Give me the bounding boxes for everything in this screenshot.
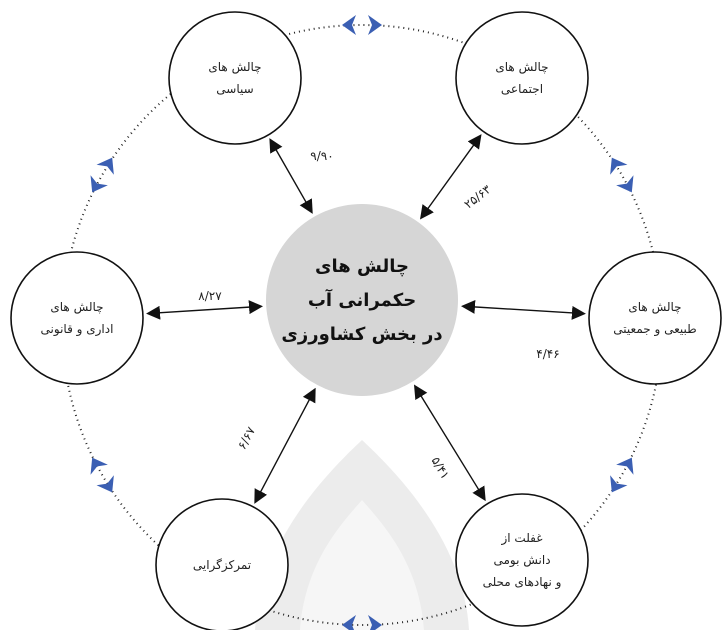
chevron-right-icon <box>342 615 356 630</box>
connector-arrows <box>146 134 586 504</box>
arrow-political <box>269 138 313 214</box>
chevron-pair-icon <box>90 157 114 193</box>
center-title-line: حکمرانی آب <box>308 288 416 311</box>
chevron-right-icon <box>96 157 114 175</box>
watermark-ornament <box>255 440 469 630</box>
chevron-left-icon <box>96 475 114 493</box>
weight-centralization: ۶/۶۷ <box>235 424 259 452</box>
weight-labels: ۹/۹۰ ۲۵/۶۳ ۴/۴۶ ۵/۴۱ ۶/۶۷ ۸/۲۷ <box>198 149 559 482</box>
node-circle-centralization <box>155 498 289 630</box>
node-administrative: چالش های اداری و قانونی <box>10 251 144 385</box>
chevron-pair-icon <box>610 157 634 193</box>
node-label-centralization: تمرکزگرایی <box>193 558 251 573</box>
node-circle-political <box>168 11 302 145</box>
chevron-right-icon <box>90 457 108 475</box>
center-node: چالش های حکمرانی آب در بخش کشاورزی <box>266 204 458 396</box>
center-circle <box>266 204 458 396</box>
chevron-pair-icon <box>342 15 382 35</box>
center-title-line: چالش های <box>315 256 409 277</box>
chevron-left-icon <box>616 457 634 475</box>
node-local-knowledge: غفلت از دانش بومی و نهادهای محلی <box>455 493 589 627</box>
arrow-natural <box>461 299 586 320</box>
node-label-social: اجتماعی <box>501 82 543 96</box>
weight-local-knowledge: ۵/۴۱ <box>429 454 453 481</box>
chevron-pair-icon <box>610 457 634 493</box>
arrow-centralization <box>254 387 316 504</box>
chevron-pair-icon <box>90 457 114 493</box>
chevron-right-icon <box>368 15 382 35</box>
node-label-natural: طبیعی و جمعیتی <box>613 322 696 337</box>
chevron-left-icon <box>368 615 382 630</box>
ring-chevrons <box>90 15 634 630</box>
arrow-local-knowledge <box>413 384 486 502</box>
node-natural: چالش های طبیعی و جمعیتی <box>588 251 722 385</box>
weight-administrative: ۸/۲۷ <box>198 289 222 303</box>
chevron-right-icon <box>610 475 628 493</box>
node-circle-natural <box>588 251 722 385</box>
node-label-local-knowledge: غفلت از <box>500 531 542 546</box>
node-label-local-knowledge: دانش بومی <box>493 553 550 568</box>
chevron-pair-icon <box>342 615 382 630</box>
chevron-left-icon <box>90 175 108 193</box>
weight-political: ۹/۹۰ <box>310 149 333 163</box>
node-label-local-knowledge: و نهادهای محلی <box>483 575 562 590</box>
chevron-left-icon <box>610 157 628 175</box>
center-title: چالش های حکمرانی آب در بخش کشاورزی <box>281 256 442 345</box>
weight-social: ۲۵/۶۳ <box>461 182 494 212</box>
chevron-left-icon <box>342 15 356 35</box>
center-title-line: در بخش کشاورزی <box>281 324 442 345</box>
node-social: چالش های اجتماعی <box>455 11 589 145</box>
node-label-political: چالش های <box>208 60 261 75</box>
node-label-natural: چالش های <box>628 300 681 315</box>
chevron-right-icon <box>616 175 634 193</box>
node-label-administrative: چالش های <box>50 300 103 315</box>
challenge-nodes: چالش های سیاسی چالش های اجتماعی چالش های طبیع… <box>10 11 722 630</box>
weight-natural: ۴/۴۶ <box>536 347 559 361</box>
node-circle-local-knowledge <box>455 493 589 627</box>
node-circle-social <box>455 11 589 145</box>
arrow-social <box>420 134 482 220</box>
arrow-administrative <box>146 300 263 320</box>
node-circle-administrative <box>10 251 144 385</box>
node-label-social: چالش های <box>495 60 548 75</box>
node-centralization: تمرکزگرایی <box>155 498 289 630</box>
node-label-political: سیاسی <box>216 82 253 96</box>
node-label-administrative: اداری و قانونی <box>41 322 114 337</box>
node-political: چالش های سیاسی <box>168 11 302 145</box>
